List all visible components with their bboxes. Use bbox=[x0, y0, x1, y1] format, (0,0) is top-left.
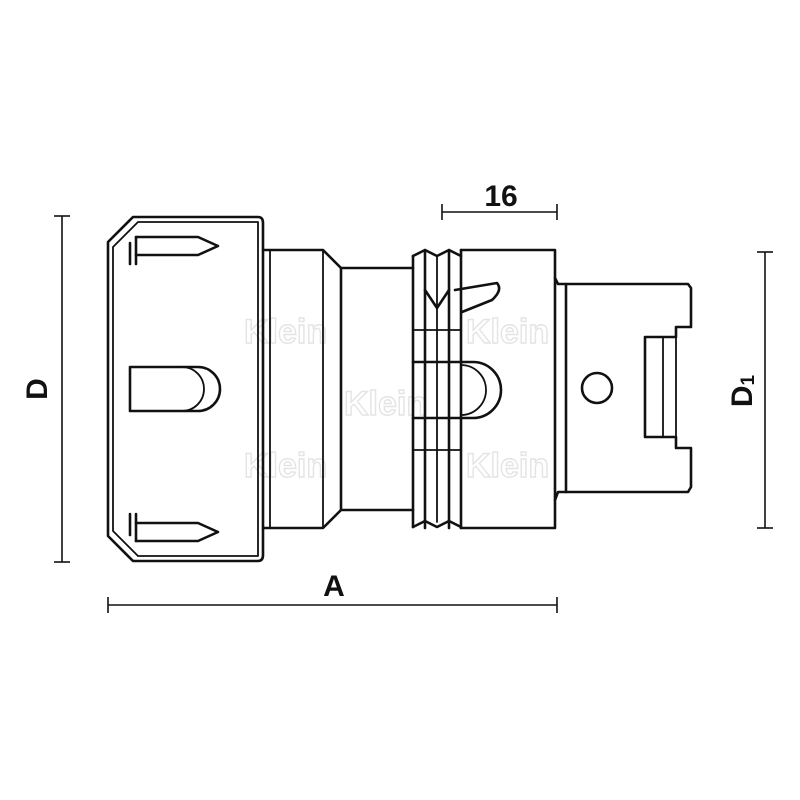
watermark-text: Klein bbox=[466, 447, 549, 485]
dimension-a: A bbox=[107, 570, 558, 613]
dimension-16-label: 16 bbox=[484, 180, 517, 213]
dimension-d: D bbox=[21, 215, 70, 563]
dimension-d1: D1 bbox=[726, 251, 773, 529]
taper-neck bbox=[261, 248, 415, 530]
dimension-a-label: A bbox=[323, 570, 345, 603]
watermark-text: Klein bbox=[466, 313, 549, 351]
watermark-text: Klein bbox=[244, 447, 327, 485]
dimension-16: 16 bbox=[441, 180, 558, 220]
flange bbox=[411, 248, 557, 530]
watermark-text: Klein bbox=[244, 313, 327, 351]
dimension-d1-label: D1 bbox=[726, 374, 759, 407]
hsk-shank bbox=[553, 276, 693, 502]
watermark: Klein Klein Klein Klein Klein bbox=[243, 312, 550, 485]
dimension-d-label: D bbox=[21, 378, 54, 400]
clamping-nut bbox=[106, 215, 265, 563]
bore-hole-icon bbox=[580, 371, 614, 405]
